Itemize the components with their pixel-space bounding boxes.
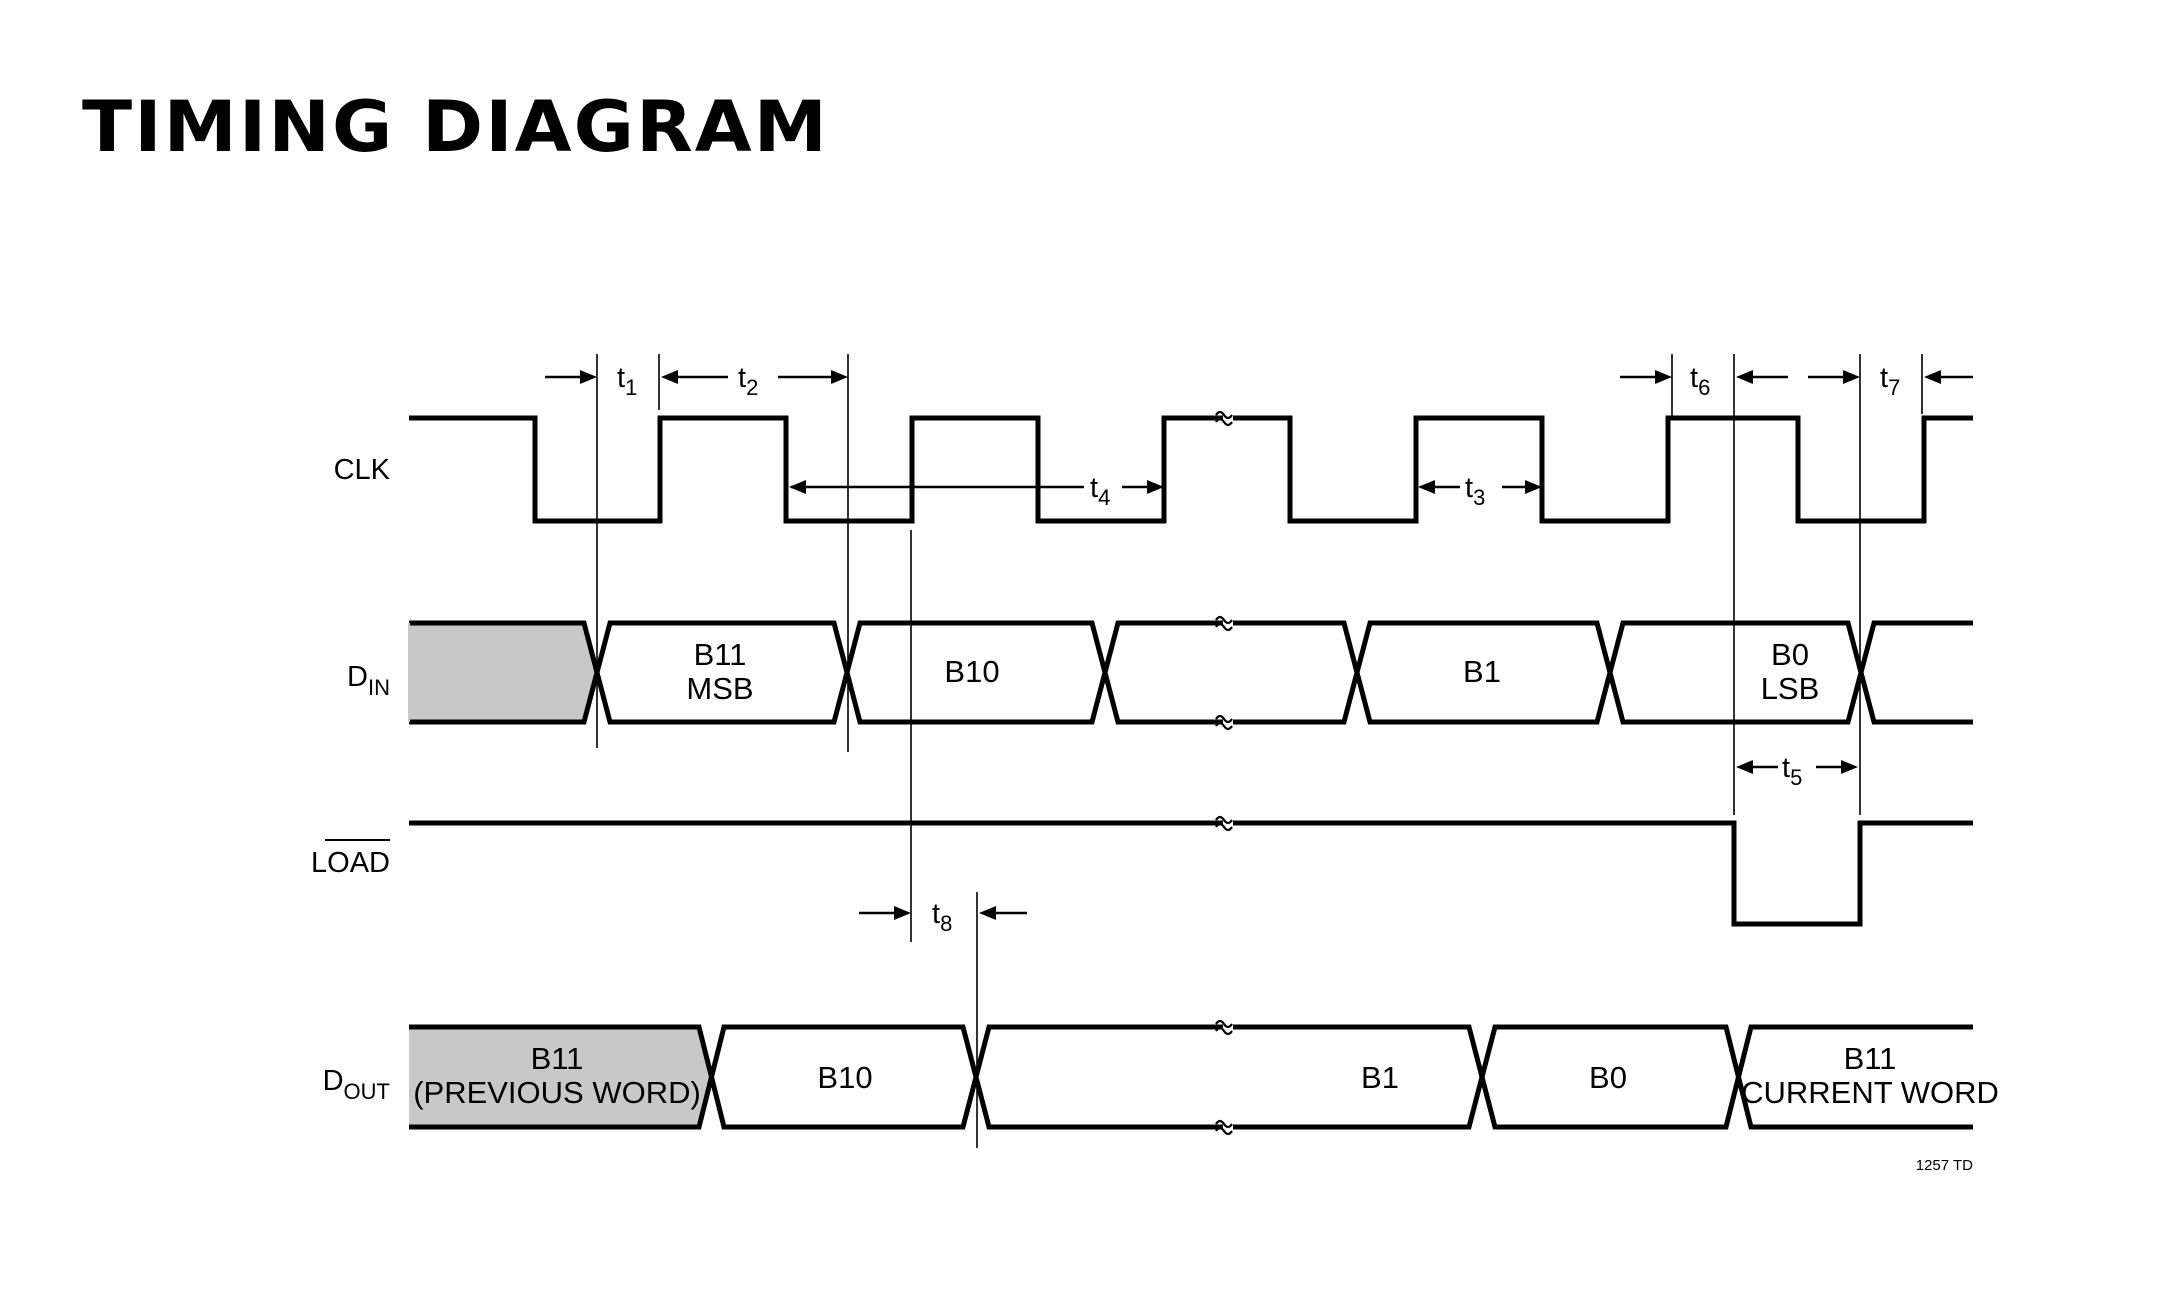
dout-prior-data-region — [409, 1027, 711, 1127]
din-lsb-label: LSB — [1761, 671, 1820, 706]
t4-label: t4 — [1090, 472, 1110, 510]
t6-label: t6 — [1690, 362, 1710, 400]
timing-guide-lines — [596, 354, 1923, 1148]
clk-signal-label: CLK — [334, 454, 391, 486]
load-signal-label: LOAD — [311, 839, 390, 879]
svg-text:LOAD: LOAD — [311, 847, 390, 879]
timing-parameter-labels: t1 t2 t3 t4 t5 t6 t7 t8 — [617, 362, 1900, 936]
t5-label: t5 — [1782, 752, 1802, 790]
din-data-labels: B11 MSB B10 B1 B0 LSB — [686, 637, 1819, 706]
timing-arrows — [545, 370, 1973, 920]
page-title: TIMING DIAGRAM — [82, 86, 830, 168]
dout-signal-label: DOUT — [323, 1065, 390, 1104]
clk-waveform — [409, 415, 1973, 524]
t6-arrows — [1620, 370, 1788, 384]
dout-previous-word-label: (PREVIOUS WORD) — [413, 1075, 701, 1110]
dout-b10-label: B10 — [817, 1060, 872, 1095]
dout-b11-current-label: B11 — [1844, 1041, 1897, 1076]
t2-arrows — [668, 370, 848, 384]
t7-arrows — [1808, 370, 1973, 384]
din-bottom-break-mark — [1215, 713, 1233, 731]
t8-arrows — [859, 906, 1027, 920]
break-marks — [1215, 409, 1233, 1136]
dout-data-labels: B11 (PREVIOUS WORD) B10 B1 B0 B11 CURREN… — [413, 1041, 1999, 1110]
dout-b11-prev-label: B11 — [531, 1041, 584, 1076]
t1-arrows — [545, 370, 678, 384]
t1-label: t1 — [617, 362, 637, 400]
t7-label: t7 — [1880, 362, 1900, 400]
dout-b0-label: B0 — [1589, 1060, 1627, 1095]
load-break-mark — [1215, 814, 1233, 832]
din-prior-data-region — [409, 623, 597, 722]
t3-arrows — [1418, 480, 1542, 494]
dout-b1-label: B1 — [1361, 1060, 1399, 1095]
t3-label: t3 — [1465, 472, 1485, 510]
dout-top-break-mark — [1215, 1018, 1233, 1036]
figure-code: 1257 TD — [1916, 1157, 1973, 1174]
t4-arrows — [789, 480, 1164, 494]
din-b11-label: B11 — [694, 637, 747, 672]
dout-current-word-label: CURRENT WORD — [1741, 1075, 1999, 1110]
clk-break-mark — [1215, 409, 1233, 427]
din-b10-label: B10 — [944, 654, 999, 689]
din-waveform — [408, 620, 1973, 725]
din-msb-label: MSB — [686, 671, 753, 706]
din-signal-label: DIN — [347, 661, 390, 700]
din-top-break-mark — [1215, 614, 1233, 632]
load-waveform — [409, 820, 1973, 927]
t8-label: t8 — [932, 898, 952, 936]
dout-bottom-break-mark — [1215, 1118, 1233, 1136]
din-b0-label: B0 — [1771, 637, 1809, 672]
t5-arrows — [1736, 760, 1858, 774]
t2-label: t2 — [738, 362, 758, 400]
din-b1-label: B1 — [1463, 654, 1501, 689]
